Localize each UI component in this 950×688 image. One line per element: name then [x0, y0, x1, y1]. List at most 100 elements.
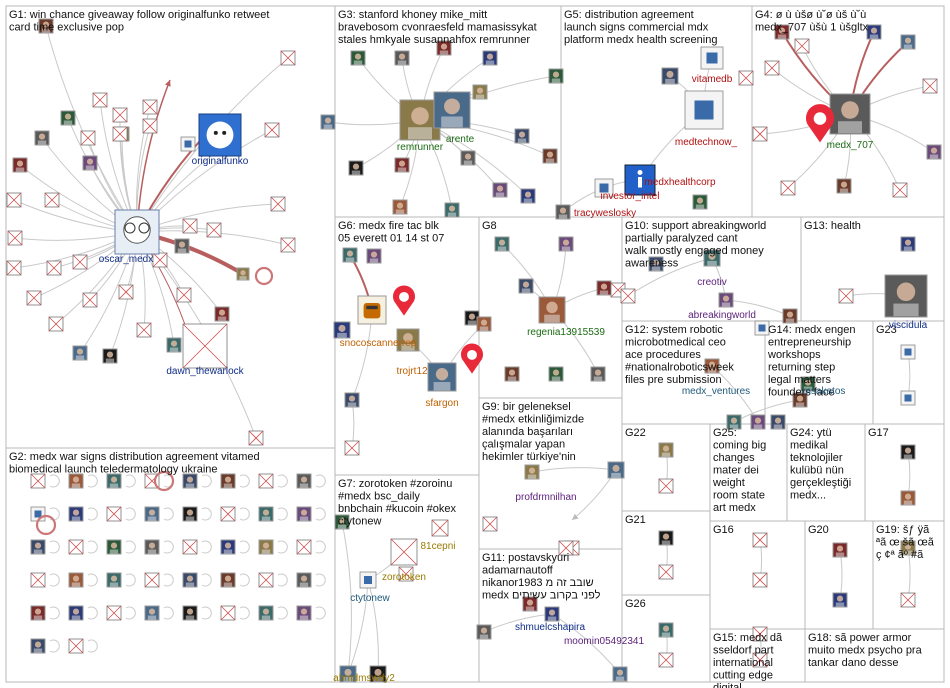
g23-node-0[interactable]	[900, 344, 916, 360]
g2-node-2-6[interactable]	[258, 539, 274, 555]
pair-node-2[interactable]	[658, 530, 674, 546]
g2-node-0-0[interactable]	[30, 473, 46, 489]
g19-node-1[interactable]	[900, 592, 916, 608]
g4-node-6[interactable]	[752, 126, 768, 142]
regenia-node[interactable]	[538, 296, 566, 324]
ctytonew-node[interactable]	[359, 571, 377, 589]
g2-node-3-3[interactable]	[144, 572, 160, 588]
g1-node-35[interactable]	[206, 222, 222, 238]
g17-node-1[interactable]	[900, 490, 916, 506]
g9-node-a[interactable]	[524, 464, 540, 480]
trojrt12-node[interactable]	[396, 328, 420, 352]
g4-node-7[interactable]	[926, 144, 942, 160]
g3-node-7[interactable]	[392, 199, 408, 215]
g3-node-1[interactable]	[394, 50, 410, 66]
g2-node-0-6[interactable]	[258, 473, 274, 489]
g4-node-5[interactable]	[922, 78, 938, 94]
g11-node-d[interactable]	[558, 540, 574, 556]
g10-node-a[interactable]	[648, 256, 664, 272]
g1-node-23[interactable]	[152, 252, 168, 268]
g6-node-e[interactable]	[366, 248, 382, 264]
g1-node-21[interactable]	[82, 292, 98, 308]
g2-node-2-2[interactable]	[106, 539, 122, 555]
g1-node-7[interactable]	[142, 118, 158, 134]
g2-node-4-0[interactable]	[30, 605, 46, 621]
g2-node-4-3[interactable]	[144, 605, 160, 621]
g12-node-b[interactable]	[704, 358, 720, 374]
g6-node-d[interactable]	[342, 247, 358, 263]
investor-intel-node[interactable]	[594, 178, 614, 198]
g3-node-11[interactable]	[542, 148, 558, 164]
g2-node-5-1[interactable]	[68, 638, 84, 654]
pair-node-4[interactable]	[658, 622, 674, 638]
g5-node-d[interactable]	[555, 204, 571, 220]
viscidula-node[interactable]	[884, 274, 928, 318]
g3-node-5[interactable]	[320, 114, 336, 130]
medx-707-node[interactable]	[829, 93, 871, 135]
g2-node-4-1[interactable]	[68, 605, 84, 621]
g14-node-c[interactable]	[800, 376, 816, 392]
g4-node-3[interactable]	[900, 34, 916, 50]
creotiv-node[interactable]	[703, 249, 721, 267]
g3-node-6[interactable]	[348, 160, 364, 176]
g4-node-0[interactable]	[774, 24, 790, 40]
g16-node-0[interactable]	[752, 532, 768, 548]
g2-node-3-6[interactable]	[258, 572, 274, 588]
g1-node-10[interactable]	[82, 155, 98, 171]
g2-node-4-2[interactable]	[106, 605, 122, 621]
g11-node-e[interactable]	[612, 666, 628, 682]
g1-node-37[interactable]	[112, 107, 128, 123]
originalfunko-node[interactable]	[198, 113, 242, 157]
g1-node-red[interactable]	[236, 267, 250, 281]
dawn-thewarlock-node[interactable]	[182, 323, 228, 369]
g1-node-20[interactable]	[72, 254, 88, 270]
g1-node-12[interactable]	[112, 126, 128, 142]
oscar-medx-node[interactable]	[114, 209, 160, 255]
g2-node-5-0[interactable]	[30, 638, 46, 654]
arente-node[interactable]	[433, 91, 471, 129]
g2-node-4-4[interactable]	[182, 605, 198, 621]
g2-node-3-1[interactable]	[68, 572, 84, 588]
medxhealthcorp-node[interactable]	[624, 164, 656, 196]
pair-node-3[interactable]	[658, 564, 674, 580]
g3-node-3[interactable]	[482, 50, 498, 66]
g13-node-b[interactable]	[900, 236, 916, 252]
g2-node-2-4[interactable]	[182, 539, 198, 555]
g9-node-b[interactable]	[607, 461, 625, 479]
g1-node-19[interactable]	[46, 260, 62, 276]
g1-node-32[interactable]	[136, 322, 152, 338]
sfargon-node[interactable]	[427, 362, 457, 392]
g2-node-0-2[interactable]	[106, 473, 122, 489]
g7-node-c[interactable]	[339, 665, 357, 683]
remrunner-node[interactable]	[399, 99, 441, 141]
g1-node-34[interactable]	[248, 430, 264, 446]
g1-node-30[interactable]	[72, 345, 88, 361]
g3-node-15[interactable]	[520, 188, 536, 204]
g1-node-14[interactable]	[264, 122, 280, 138]
g14-node-a[interactable]	[770, 414, 786, 430]
g2-node-2-0[interactable]	[30, 539, 46, 555]
g7-node-a[interactable]	[334, 514, 350, 530]
g8-node-a[interactable]	[494, 236, 510, 252]
g20-node-0[interactable]	[832, 542, 848, 558]
g2-node-0-1[interactable]	[68, 473, 84, 489]
g1-node-16[interactable]	[7, 230, 23, 246]
g2-node-0-5[interactable]	[220, 473, 236, 489]
g1-node-17[interactable]	[6, 260, 22, 276]
g4-node-10[interactable]	[892, 182, 908, 198]
g2-node-3-2[interactable]	[106, 572, 122, 588]
g1-node-8[interactable]	[6, 192, 22, 208]
g1-node-11[interactable]	[92, 92, 108, 108]
g2-node-2-7[interactable]	[296, 539, 312, 555]
g2-node-1-5[interactable]	[220, 506, 236, 522]
g8-node-c[interactable]	[518, 278, 534, 294]
g11-node-b[interactable]	[522, 596, 538, 612]
g16-node-2[interactable]	[752, 626, 768, 642]
g1-node-15[interactable]	[280, 50, 296, 66]
g5-node-c[interactable]	[692, 194, 708, 210]
g8-node-e[interactable]	[548, 366, 564, 382]
g11-node-c[interactable]	[544, 606, 560, 622]
g1-node-18[interactable]	[26, 290, 42, 306]
g3-node-14[interactable]	[394, 157, 410, 173]
g1-node-24[interactable]	[176, 287, 192, 303]
